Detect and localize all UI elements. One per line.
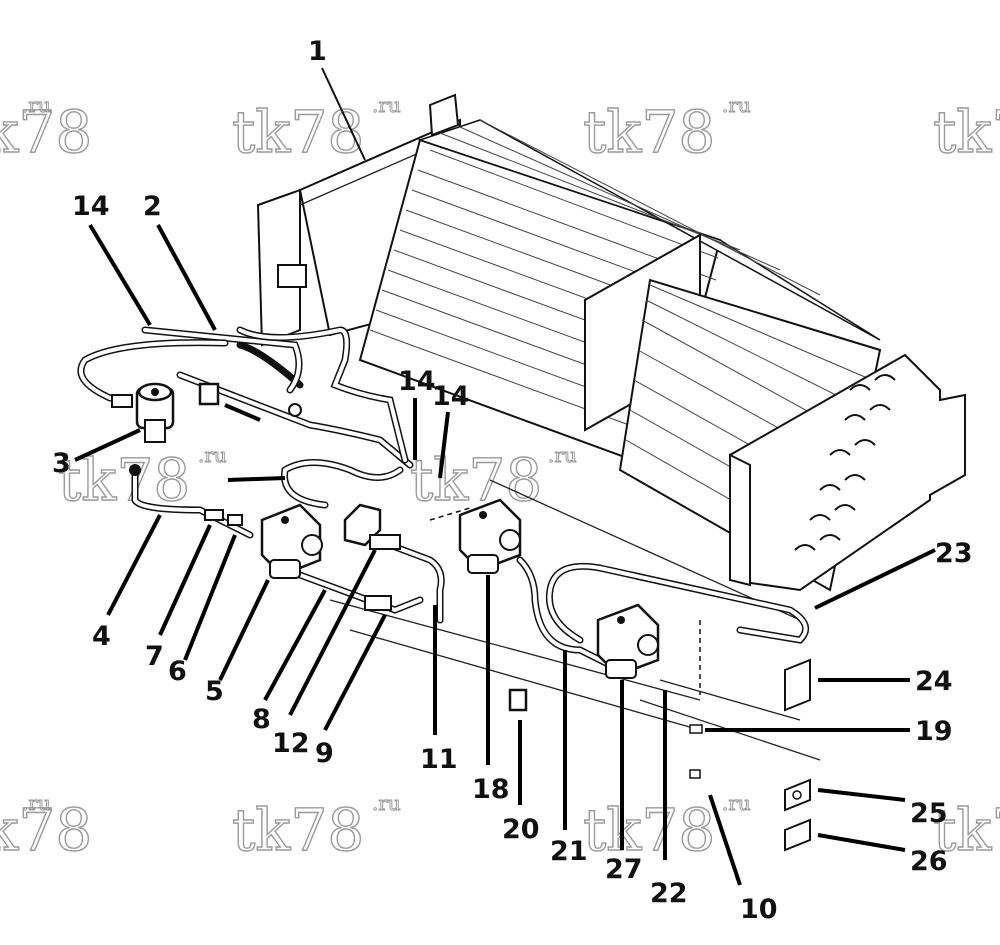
evaporator-coil-assembly (256, 93, 966, 592)
components (111, 382, 811, 852)
leader-loop (227, 476, 286, 482)
leader-10 (708, 794, 742, 886)
watermark-suffix: .ru (372, 93, 401, 117)
coil-top-fins (439, 119, 821, 296)
callout-26: 26 (910, 846, 948, 877)
leader-5 (218, 579, 270, 681)
watermark-text: tk78 (0, 98, 92, 166)
coil-top-tab (428, 93, 460, 137)
leader-12 (288, 549, 377, 716)
callout-1: 1 (308, 36, 327, 67)
leader-9 (323, 614, 387, 731)
callout-12: 12 (272, 728, 310, 759)
grommet-plate-26 (784, 818, 811, 852)
solenoid-valve-18 (458, 498, 522, 574)
watermark-text: tk78 (933, 796, 1000, 864)
callout-labels: 1 2 14 14 14 3 4 7 6 5 8 12 9 11 18 20 2… (52, 36, 973, 925)
leader-lines (74, 67, 936, 886)
callout-11: 11 (420, 744, 458, 775)
solenoid-valve-5 (260, 503, 323, 579)
callout-8: 8 (252, 704, 271, 735)
callout-10: 10 (740, 894, 778, 925)
callout-19: 19 (915, 716, 953, 747)
watermark-text: tk78 (933, 98, 1000, 166)
fitting-7 (204, 509, 224, 521)
callout-14: 14 (432, 381, 470, 412)
fitting-19 (689, 724, 703, 734)
watermark-suffix: .ru (548, 443, 577, 467)
leader-3 (74, 428, 141, 462)
leader-2 (156, 224, 217, 331)
watermark-layer: tk78 .ru tk78 .ru tk78 .ru tk78 tk78 .ru… (0, 93, 1000, 865)
watermark-text: tk78 (583, 98, 715, 166)
callout-14: 14 (72, 191, 110, 222)
callout-14: 14 (398, 366, 436, 397)
callout-20: 20 (502, 814, 540, 845)
solenoid-valve-27 (596, 603, 660, 679)
watermark-text: tk78 (232, 796, 364, 864)
watermark-suffix: .ru (372, 791, 401, 815)
callout-3: 3 (52, 448, 71, 479)
callout-25: 25 (910, 798, 948, 829)
tubing (77, 326, 821, 761)
coil-right-end-flange (729, 453, 751, 587)
leader-14a (88, 223, 152, 327)
coil-return-bends (794, 374, 896, 551)
leader-25 (817, 788, 906, 802)
callout-9: 9 (315, 738, 334, 769)
leader-7 (158, 524, 212, 636)
watermark-text: tk78 (232, 98, 364, 166)
callout-5: 5 (205, 676, 224, 707)
leader-8 (263, 589, 327, 701)
callout-4: 4 (92, 621, 111, 652)
leader-6 (183, 534, 237, 661)
callout-6: 6 (168, 656, 187, 687)
clip-20 (508, 688, 528, 712)
watermark-text: tk78 (0, 796, 92, 864)
watermark-suffix: .ru (22, 791, 51, 815)
leader-4 (106, 514, 162, 616)
watermark-suffix: .ru (722, 93, 751, 117)
watermark-text: tk78 (410, 446, 542, 514)
watermark-suffix: .ru (198, 443, 227, 467)
watermark-text: tk78 (58, 446, 190, 514)
callout-24: 24 (915, 666, 953, 697)
clip-block (198, 382, 220, 406)
watermark-suffix: .ru (22, 93, 51, 117)
coil-inlet-fitting (277, 264, 307, 288)
callout-18: 18 (472, 774, 510, 805)
leader-1 (321, 67, 366, 161)
callout-27: 27 (605, 854, 643, 885)
fitting-9 (364, 595, 392, 611)
leader-23 (814, 548, 936, 610)
callout-22: 22 (650, 878, 688, 909)
leader-26 (817, 833, 906, 852)
watermark-text: tk78 (583, 796, 715, 864)
watermark-suffix: .ru (722, 791, 751, 815)
bracket-plate-24 (784, 658, 811, 712)
callout-2: 2 (143, 191, 162, 222)
sight-glass-12 (343, 503, 401, 550)
leader-14c (438, 411, 450, 479)
fitting-6 (227, 514, 243, 526)
callout-23: 23 (935, 538, 973, 569)
leader-clip (224, 403, 261, 422)
flare-nut (288, 403, 302, 417)
expansion-valve (111, 382, 175, 476)
callout-7: 7 (145, 641, 164, 672)
coil-right-end-plate (729, 353, 966, 592)
callout-21: 21 (550, 836, 588, 867)
fitting-10 (689, 769, 701, 779)
